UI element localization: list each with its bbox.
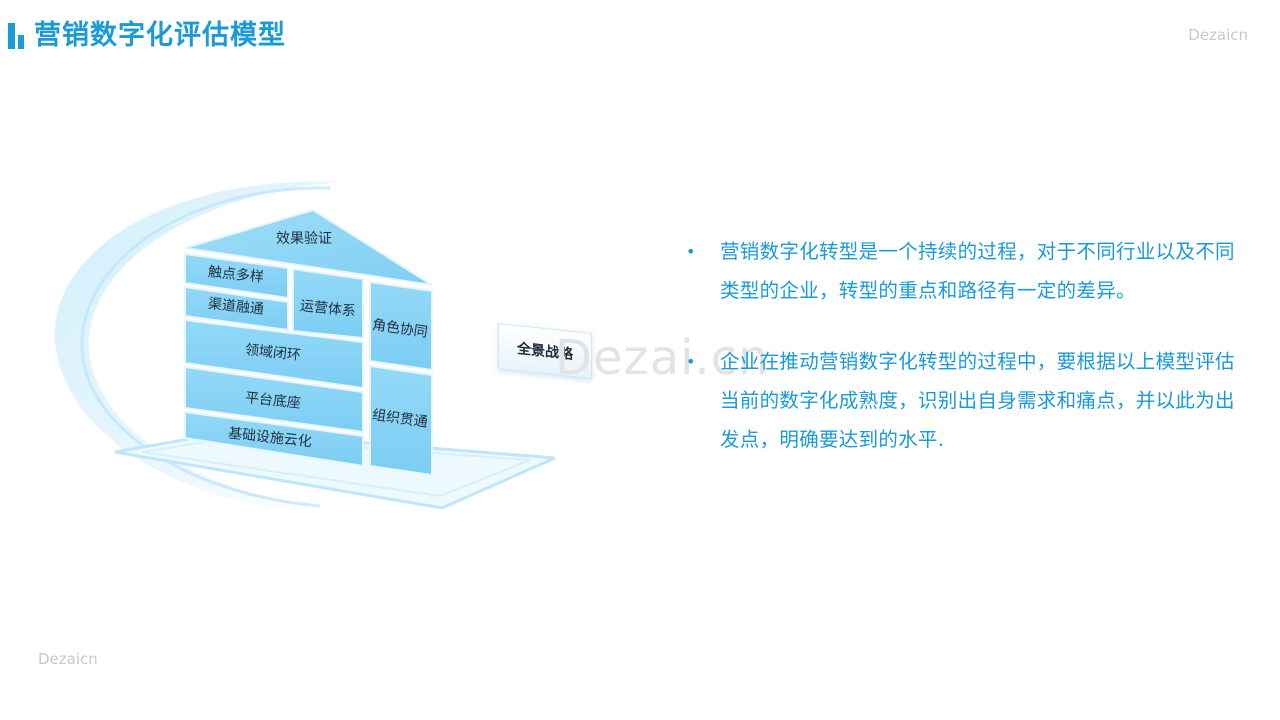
block-operations (292, 267, 364, 340)
label-roof: 效果验证 (276, 231, 332, 247)
block-channels (184, 285, 289, 332)
watermark-center: Dezai.cn (555, 330, 770, 386)
swoosh-ring (54, 181, 340, 512)
bullet-item: • 企业在推动营销数字化转型的过程中，要根据以上模型评估当前的数字化成熟度，识别… (684, 342, 1244, 459)
title-bar: 营销数字化评估模型 (8, 20, 286, 52)
block-org-link (369, 364, 433, 477)
roof-block (184, 208, 433, 286)
watermark-top: Dezaicn (1188, 26, 1248, 44)
bullet-list: • 营销数字化转型是一个持续的过程，对于不同行业以及不同类型的企业，转型的重点和… (684, 232, 1244, 491)
page-title: 营销数字化评估模型 (34, 20, 286, 51)
bullet-dot-icon: • (686, 242, 696, 261)
bullet-dot-icon: • (686, 352, 696, 371)
bullet-item: • 营销数字化转型是一个持续的过程，对于不同行业以及不同类型的企业，转型的重点和… (684, 232, 1244, 310)
block-platform-base (184, 365, 364, 434)
bullet-text: 企业在推动营销数字化转型的过程中，要根据以上模型评估当前的数字化成熟度，识别出自… (720, 350, 1235, 451)
bullet-text: 营销数字化转型是一个持续的过程，对于不同行业以及不同类型的企业，转型的重点和路径… (720, 240, 1235, 302)
block-cloud-infra (184, 410, 364, 468)
block-touchpoints (184, 252, 289, 300)
block-role-collab (369, 280, 433, 372)
marketing-model-diagram: 效果验证 触点多样 渠道融通 领域闭环 平台底座 基础设施云化 运营体系 角色协… (40, 170, 600, 530)
model-graphic (54, 181, 556, 512)
watermark-bottom: Dezaicn (38, 650, 98, 668)
block-domain-loop (184, 318, 364, 390)
title-mark-icon (8, 23, 24, 49)
